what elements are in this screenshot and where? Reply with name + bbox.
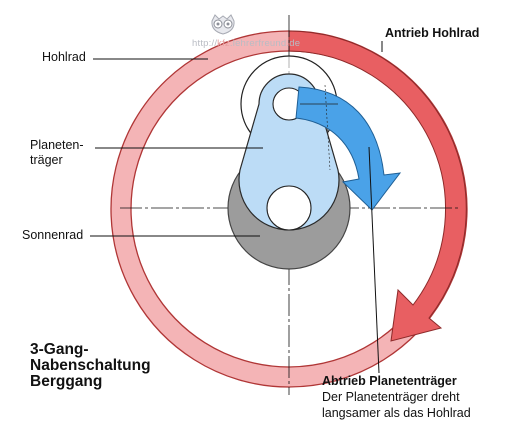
label-abtrieb-line-2: langsamer als das Hohlrad: [322, 406, 471, 420]
label-sonnenrad: Sonnenrad: [22, 228, 84, 242]
label-antrieb-hohlrad: Antrieb Hohlrad: [385, 26, 480, 40]
label-planetentraeger-1: Planeten-: [30, 138, 84, 152]
watermark-accent: kfz: [217, 38, 230, 49]
title-line-3: Berggang: [30, 373, 103, 390]
owl-logo-icon: [211, 14, 235, 35]
label-hohlrad: Hohlrad: [42, 50, 86, 64]
title-line-2: Nabenschaltung: [30, 357, 151, 374]
label-abtrieb-title: Abtrieb Planetenträger: [322, 374, 457, 388]
leader-abtrieb: [368, 146, 380, 374]
carrier-output-arrow: [295, 86, 402, 211]
watermark: http://kfz.lehrerfreund.de: [192, 38, 300, 49]
title-line-1: 3-Gang-: [30, 341, 89, 358]
watermark-prefix: http://: [192, 38, 218, 49]
label-abtrieb-line-1: Der Planetenträger dreht: [322, 390, 460, 404]
label-planetentraeger-2: träger: [30, 153, 63, 167]
carrier-lower-hole: [266, 185, 312, 231]
watermark-suffix: .lehrerfreund.de: [229, 38, 301, 49]
ring-drive-arrow: [288, 30, 467, 342]
